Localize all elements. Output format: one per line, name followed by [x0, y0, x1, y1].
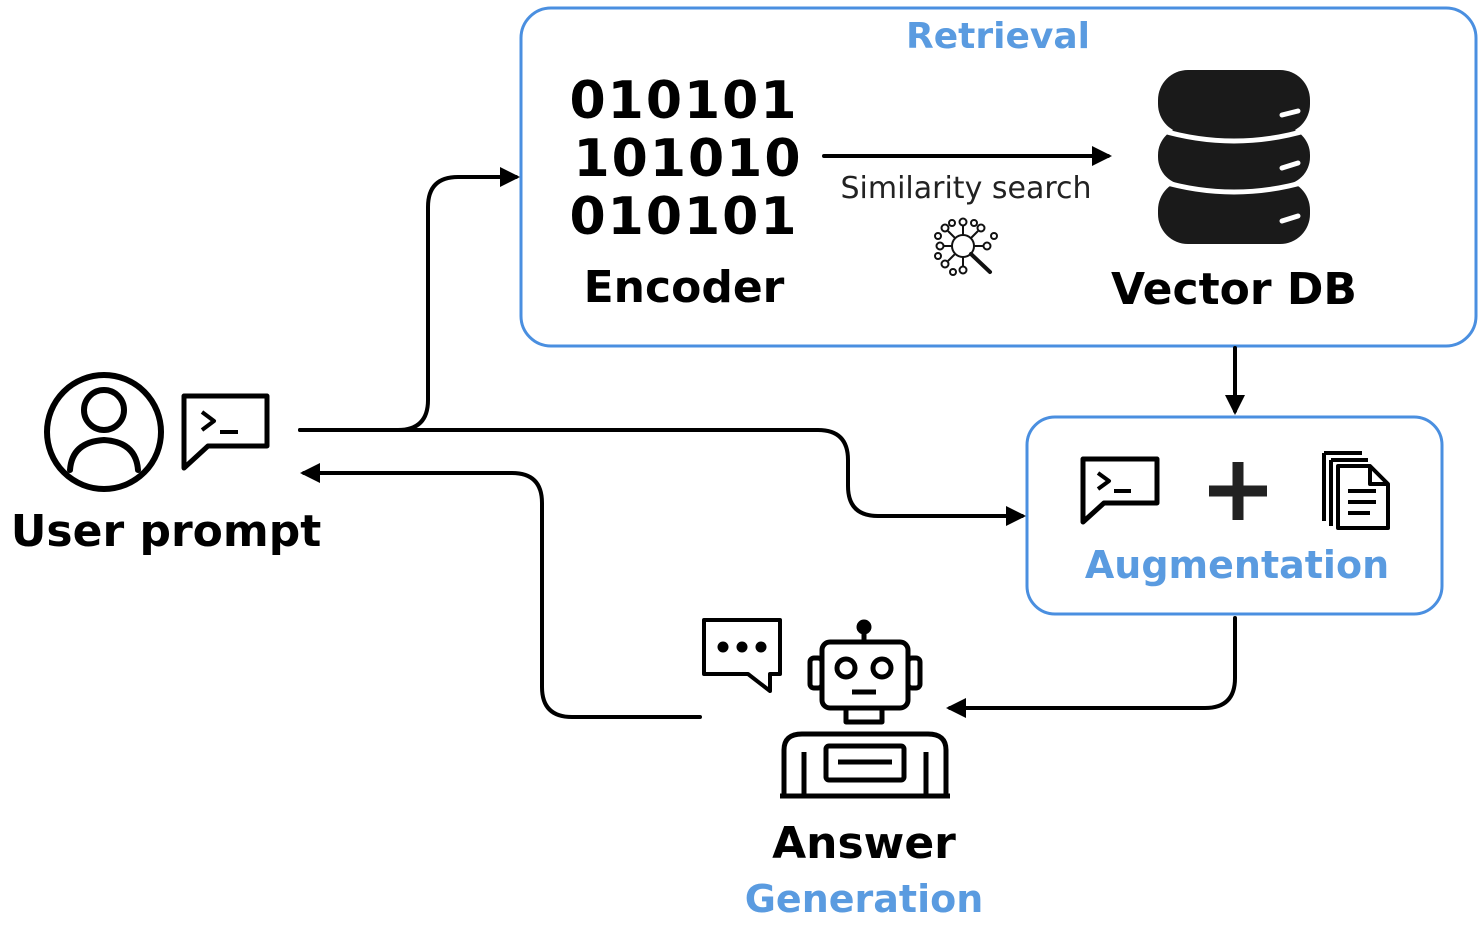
generation-label: Generation [745, 877, 984, 921]
prompt-to-retrieval-arrow [298, 167, 520, 432]
augmentation-title: Augmentation [1085, 543, 1389, 587]
documents-icon [1322, 451, 1390, 530]
answer-group: Answer Generation [702, 618, 984, 921]
augmentation-box: Augmentation [1025, 415, 1444, 616]
plus-icon [1209, 462, 1267, 520]
binary-row-2: 101010 [573, 129, 802, 189]
user-prompt-label: User prompt [11, 506, 322, 557]
retrieval-box: Retrieval 010101 101010 010101 Encoder S… [519, 6, 1478, 348]
user-avatar-icon [44, 372, 164, 492]
user-prompt-group: User prompt [11, 372, 322, 557]
binary-row-1: 010101 [569, 71, 798, 131]
network-search-icon [934, 217, 998, 276]
robot-icon [780, 619, 950, 799]
binary-row-3: 010101 [569, 187, 798, 247]
prompt-to-augmentation-arrow [298, 428, 1026, 526]
vector-db-label: Vector DB [1111, 264, 1357, 315]
answer-label: Answer [772, 818, 956, 869]
augmentation-to-generation-arrow [946, 616, 1237, 718]
chat-dots-bubble-icon [702, 618, 782, 693]
encoder-label: Encoder [584, 262, 785, 313]
generation-to-user-arrow [300, 463, 702, 719]
retrieval-title: Retrieval [906, 16, 1090, 57]
prompt-bubble-icon [181, 393, 270, 471]
encoder-binary: 010101 101010 010101 [569, 71, 802, 247]
prompt-bubble-icon [1080, 456, 1160, 525]
similarity-search-label: Similarity search [840, 171, 1091, 206]
database-icon [1158, 70, 1310, 244]
